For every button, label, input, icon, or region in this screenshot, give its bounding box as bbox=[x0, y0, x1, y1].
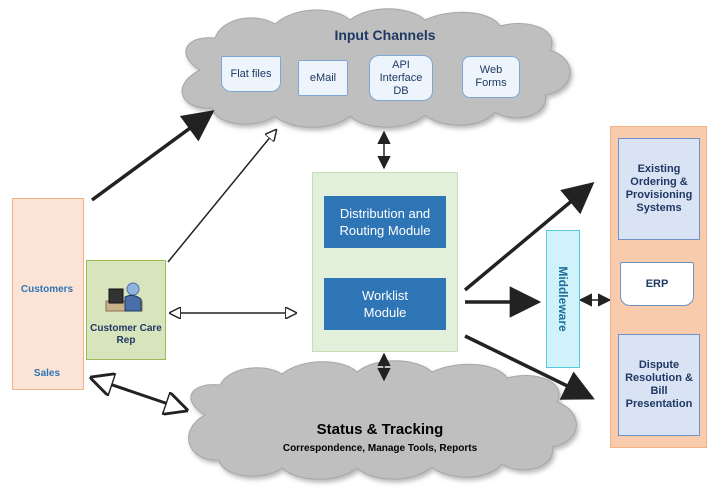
arrow-sales-status bbox=[92, 378, 186, 410]
email-label: eMail bbox=[309, 71, 337, 84]
customer-care-rep-box: Customer Care Rep bbox=[86, 260, 166, 360]
arrow-center-existing bbox=[463, 181, 595, 292]
status-tracking-cloud bbox=[188, 360, 577, 480]
api-interface-db-label: API Interface DB bbox=[379, 58, 423, 97]
customer-care-rep-label: Customer Care Rep bbox=[90, 323, 162, 346]
web-forms-label: Web Forms bbox=[475, 64, 507, 89]
api-interface-db-doc: API Interface DB bbox=[369, 55, 433, 101]
arrow-ccr-to-input bbox=[167, 130, 276, 263]
arrows bbox=[90, 110, 612, 410]
status-tracking-subtitle: Correspondence, Manage Tools, Reports bbox=[282, 443, 478, 454]
dispute-resolution-box: Dispute Resolution & Bill Presentation bbox=[618, 334, 700, 436]
sales-label: Sales bbox=[33, 368, 61, 379]
customer-care-person-icon bbox=[105, 282, 143, 312]
customers-sales-panel bbox=[12, 198, 84, 390]
customers-label: Customers bbox=[20, 284, 74, 295]
existing-systems-box: Existing Ordering & Provisioning Systems bbox=[618, 138, 700, 240]
email-doc: eMail bbox=[298, 60, 348, 96]
flat-files-label: Flat files bbox=[230, 67, 272, 80]
status-tracking-title: Status & Tracking bbox=[316, 421, 444, 438]
input-channels-title: Input Channels bbox=[334, 27, 436, 43]
middleware-box: Middleware bbox=[546, 230, 580, 368]
middleware-label: Middleware bbox=[556, 266, 570, 332]
erp-doc: ERP bbox=[620, 262, 694, 306]
flat-files-doc: Flat files bbox=[221, 56, 281, 92]
distribution-routing-module: Distribution and Routing Module bbox=[324, 196, 446, 248]
arrow-customers-to-input bbox=[90, 110, 215, 202]
worklist-module: Worklist Module bbox=[324, 278, 446, 330]
arrow-center-dispute bbox=[464, 334, 595, 400]
web-forms-doc: Web Forms bbox=[462, 56, 520, 98]
